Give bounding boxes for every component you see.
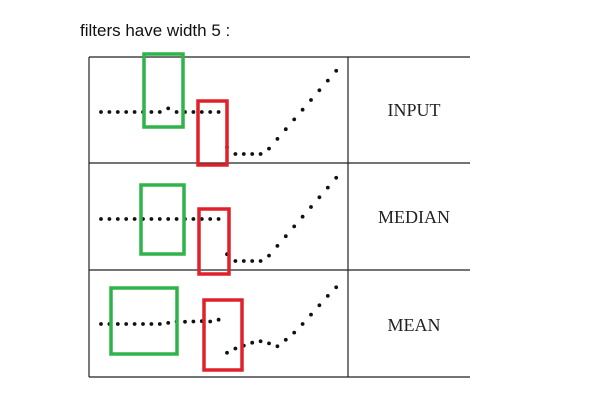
signal-dot <box>124 322 129 326</box>
row-label-input: INPUT <box>388 100 441 120</box>
signal-dot <box>317 303 322 308</box>
signal-dot <box>115 110 120 114</box>
signal-dot <box>225 350 229 355</box>
signal-dot <box>334 285 339 290</box>
signal-dot <box>334 68 339 73</box>
signal-dot <box>300 214 305 219</box>
signal-dot <box>107 110 112 114</box>
signal-dot <box>157 217 162 221</box>
signal-dot <box>132 322 137 326</box>
signal-dot <box>283 234 288 239</box>
signal-dot <box>317 88 322 93</box>
signal-dot <box>132 110 137 114</box>
signal-dot <box>115 217 120 221</box>
signal-dot <box>208 217 213 221</box>
signal-dot <box>283 337 288 342</box>
signal-dot <box>166 217 171 221</box>
signal-dot <box>174 217 179 221</box>
signal-dot <box>292 224 297 229</box>
signal-dot <box>216 317 221 322</box>
signal-dot <box>166 106 171 111</box>
signal-dot <box>149 322 154 326</box>
signal-dot <box>325 78 330 83</box>
signal-dot <box>267 341 271 346</box>
signal-dot <box>250 152 255 156</box>
signal-dot <box>275 344 280 349</box>
signal-dot <box>149 217 154 221</box>
signal-dot <box>166 321 171 325</box>
signal-dot <box>300 322 305 326</box>
signal-dot <box>157 322 162 326</box>
signal-dot <box>250 259 255 263</box>
input-red-window-box <box>196 99 229 167</box>
signal-dot <box>275 244 280 248</box>
signal-dot <box>199 217 204 221</box>
signal-dot <box>258 259 263 263</box>
signal-dot <box>149 110 154 114</box>
signal-dot <box>250 340 255 345</box>
mean-green-window-box <box>109 286 179 356</box>
signal-dot <box>233 152 238 156</box>
caption: filters have width 5 : <box>80 21 231 40</box>
signal-dot <box>141 322 145 326</box>
median-signal-dots <box>99 175 339 263</box>
input-signal-dots <box>99 68 339 156</box>
signal-dot <box>233 346 238 351</box>
signal-dot <box>216 110 221 114</box>
signal-dot <box>283 127 288 132</box>
signal-dot <box>241 152 246 156</box>
signal-dot <box>241 259 246 263</box>
signal-dot <box>115 322 120 326</box>
signal-dot <box>309 205 313 209</box>
signal-dot <box>191 319 196 324</box>
signal-dot <box>292 117 297 122</box>
signal-dot <box>275 137 280 141</box>
signal-dot <box>107 217 112 221</box>
signal-dot <box>258 152 263 156</box>
signal-dot <box>208 110 213 114</box>
signal-dot <box>317 195 322 200</box>
signal-dot <box>309 98 313 102</box>
row-label-mean: MEAN <box>388 315 441 335</box>
signal-dot <box>208 319 213 324</box>
signal-dot <box>183 319 187 324</box>
signal-dot <box>325 185 330 190</box>
signal-dot <box>99 322 103 326</box>
signal-dot <box>132 217 137 221</box>
signal-dot <box>258 339 263 344</box>
signal-dot <box>309 312 313 317</box>
signal-dot <box>300 107 305 112</box>
signal-dot <box>216 217 221 221</box>
signal-dot <box>157 110 162 114</box>
signal-dot <box>99 217 103 221</box>
mean-red-window-box <box>202 298 244 372</box>
signal-dot <box>174 110 179 114</box>
median-green-window-box <box>139 183 186 256</box>
signal-dot <box>267 146 271 151</box>
mean-signal-dots <box>99 285 339 355</box>
signal-dot <box>325 294 330 298</box>
signal-dot <box>334 175 339 180</box>
signal-dot <box>191 217 196 221</box>
median-red-window-box <box>197 207 231 276</box>
input-green-window-box <box>142 52 185 129</box>
row-label-median: MEDIAN <box>378 207 450 227</box>
signal-dot <box>124 217 129 221</box>
signal-dot <box>233 259 238 263</box>
signal-dot <box>267 253 271 258</box>
signal-dot <box>191 110 196 114</box>
signal-dot <box>292 330 297 335</box>
signal-dot <box>124 110 129 114</box>
signal-dot <box>99 110 103 114</box>
signal-dot <box>199 110 204 114</box>
